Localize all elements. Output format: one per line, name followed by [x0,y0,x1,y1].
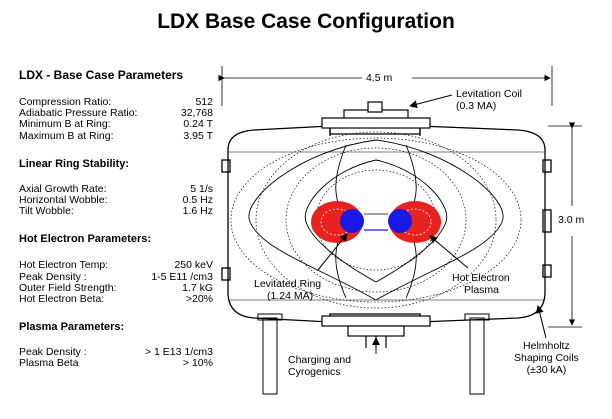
levitated-ring-name: Levitated Ring [254,278,322,290]
param-row: Peak Density : > 1 E13 1/cm3 [19,346,213,359]
section-heading: LDX - Base Case Parameters [19,68,184,82]
param-value: 1.7 kG [182,281,213,294]
param-value: 512 [195,96,213,108]
width-dimension [218,66,553,106]
param-label: Peak Density : [19,270,87,283]
levitation-coil-label: Levitation Coil (0.3 MA) [456,88,522,112]
charging-line2: Cyrogenics [288,366,341,378]
helmholtz-line1: Helmholtz [523,340,570,352]
param-value: 32,768 [180,107,213,120]
param-label: Hot Electron Temp: [19,259,109,272]
levitated-ring-label: Levitated Ring (1.24 MA) [254,278,321,302]
param-label: Tilt Wobble: [19,205,74,218]
param-label: Outer Field Strength: [19,281,117,294]
param-value: 250 keV [174,259,213,272]
param-row: Compression Ratio: 512 [19,96,213,108]
param-value: 5 1/s [190,182,213,195]
param-label: Plasma Beta [19,357,79,370]
param-label: Adiabatic Pressure Ratio: [19,107,138,120]
section-heading: Hot Electron Parameters: [19,233,152,246]
levitated-ring [340,209,412,233]
param-value: 0.24 T [183,118,213,131]
charging-label: Charging and Cyrogenics [288,354,351,378]
levitated-ring-current: (1.24 MA) [267,290,314,302]
param-value: 3.95 T [183,129,213,142]
param-label: Hot Electron Beta: [19,292,105,305]
param-row: Hot Electron Beta: >20% [19,292,213,305]
label-arrows [317,94,547,354]
levitation-coil [321,101,431,136]
param-row: Horizontal Wobble: 0.5 Hz [19,193,213,206]
param-value: > 10% [182,357,213,370]
param-value: 0.5 Hz [182,193,213,206]
height-label: 3.0 m [558,214,585,226]
param-label: Axial Growth Rate: [19,182,107,195]
charging-cryogenics-port [321,315,431,348]
separatrix-lines [248,139,504,301]
levitation-coil-current: (0.3 MA) [456,100,497,112]
param-value: 1.6 Hz [182,205,213,218]
width-label: 4.5 m [366,72,393,84]
helmholtz-label: Helmholtz Shaping Coils (±30 kA) [514,340,579,376]
section-heading: Linear Ring Stability: [19,157,130,170]
charging-line1: Charging and [288,354,352,366]
param-value: > 1 E13 1/cm3 [145,346,213,359]
page-title: LDX Base Case Configuration [157,10,455,33]
param-label: Minimum B at Ring: [19,118,111,131]
param-row: Axial Growth Rate: 5 1/s [19,182,213,195]
param-row: Plasma Beta > 10% [19,358,213,369]
param-label: Peak Density : [19,346,87,359]
section-heading: Plasma Parameters: [19,321,125,334]
hot-electron-plasma-line1: Hot Electron [452,272,510,284]
hot-electron-plasma [311,201,441,243]
param-label: Compression Ratio: [19,96,112,108]
param-value: 1-5 E11 /cm3 [151,270,213,283]
param-label: Horizontal Wobble: [19,193,108,206]
param-row: Adiabatic Pressure Ratio: 32,768 [19,107,213,120]
parameters-panel: LDX - Base Case Parameters Compression R… [19,68,213,369]
param-label: Maximum B at Ring: [19,129,114,142]
param-row: Outer Field Strength: 1.7 kG [19,281,213,294]
height-dimension [548,122,582,328]
vacuum-vessel [221,125,552,323]
levitation-coil-name: Levitation Coil [456,88,522,100]
param-row: Tilt Wobble: 1.6 Hz [19,205,213,218]
helmholtz-line2: Shaping Coils [514,352,579,364]
helmholtz-line3: (±30 kA) [526,364,567,376]
param-row: Peak Density : 1-5 E11 /cm3 [19,270,213,283]
hot-electron-plasma-line2: Plasma [464,284,500,296]
support-legs [257,313,490,395]
param-row: Maximum B at Ring: 3.95 T [19,129,213,142]
param-row: Minimum B at Ring: 0.24 T [19,119,213,130]
param-row: Hot Electron Temp: 250 keV [19,260,213,271]
hot-electron-plasma-label: Hot Electron Plasma [452,272,510,296]
param-value: >20% [185,292,213,305]
